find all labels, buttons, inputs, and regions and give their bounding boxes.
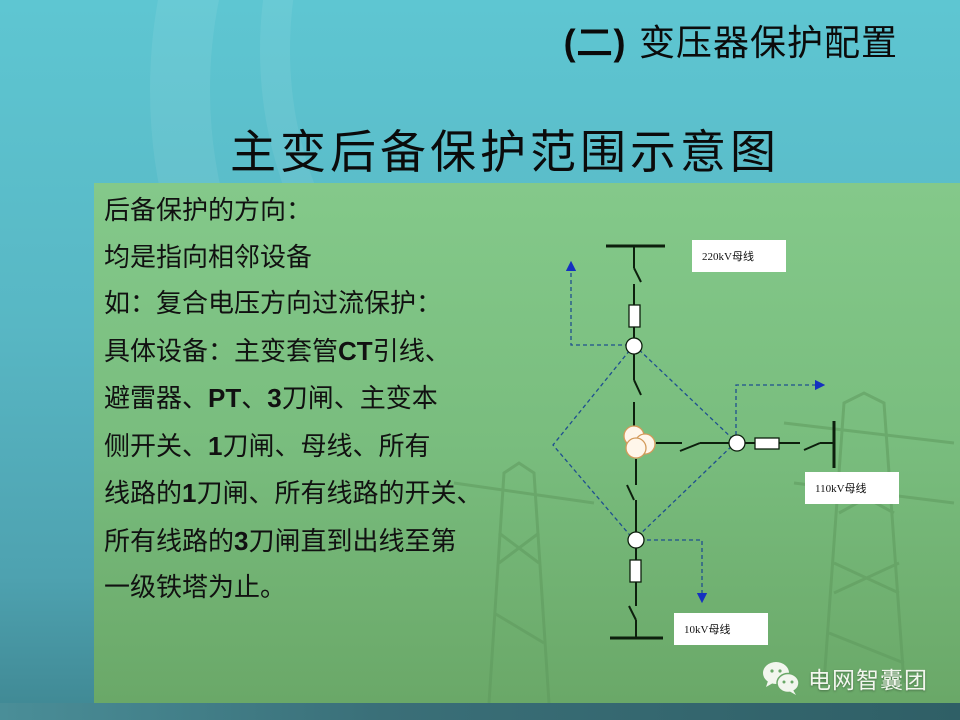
breaker-icon bbox=[628, 304, 641, 328]
body-line: 如：复合电压方向过流保护： bbox=[104, 281, 574, 328]
body-text-segment: 刀闸直到出线至第 bbox=[248, 526, 457, 557]
body-line: 线路的1刀闸、所有线路的开关、 bbox=[104, 470, 574, 518]
body-text: 后备保护的方向： 均是指向相邻设备 如：复合电压方向过流保护： 具体设备：主变套… bbox=[104, 188, 574, 612]
heading-number: (二) bbox=[563, 22, 627, 63]
body-text-segment: 刀闸、所有线路的开关、 bbox=[196, 479, 483, 509]
disconnector-switch-icon bbox=[633, 267, 642, 283]
body-text-segment: 均是指向相邻设备 bbox=[104, 242, 313, 273]
body-text-segment: 具体设备：主变套管 bbox=[104, 336, 339, 367]
ct-icon bbox=[627, 531, 645, 549]
label-bus-10kv: 10kV母线 bbox=[674, 613, 768, 645]
watermark: 电网智囊团 bbox=[762, 660, 928, 696]
three-winding-transformer-icon bbox=[623, 425, 656, 459]
label-bus-220kv-text: 220kV母线 bbox=[702, 251, 754, 263]
body-text-segment: 1 bbox=[182, 478, 197, 508]
breaker-icon bbox=[629, 559, 642, 583]
disconnector-switch-icon bbox=[803, 442, 821, 451]
body-text-segment: 3 bbox=[267, 383, 282, 413]
body-line: 侧开关、1刀闸、母线、所有 bbox=[104, 423, 574, 471]
body-text-segment: 侧开关、 bbox=[104, 431, 209, 462]
ct-icon bbox=[728, 434, 746, 452]
label-bus-10kv-text: 10kV母线 bbox=[684, 624, 731, 636]
body-line: 避雷器、PT、3刀闸、主变本 bbox=[104, 375, 574, 423]
watermark-text: 电网智囊团 bbox=[808, 668, 928, 694]
bus-10kv-branch bbox=[610, 459, 663, 640]
breaker-icon bbox=[754, 437, 780, 450]
heading-text: 变压器保护配置 bbox=[626, 23, 898, 64]
footer-band bbox=[0, 703, 960, 720]
body-text-segment: 、 bbox=[241, 384, 268, 414]
label-bus-110kv-text: 110kV母线 bbox=[815, 483, 867, 495]
body-text-segment: CT bbox=[338, 335, 373, 366]
body-text-segment: 一级铁塔为止。 bbox=[104, 573, 287, 603]
body-text-segment: 刀闸、主变本 bbox=[281, 384, 438, 414]
bus-220kv-branch bbox=[606, 244, 665, 430]
body-line: 后备保护的方向： bbox=[104, 188, 574, 235]
slide-heading: (二) 变压器保护配置 bbox=[564, 14, 898, 66]
disconnector-switch-icon bbox=[633, 379, 642, 396]
body-text-segment: 线路的 bbox=[104, 479, 183, 509]
disconnector-switch-icon bbox=[628, 605, 637, 621]
protection-range-dashed bbox=[552, 260, 826, 604]
body-line: 所有线路的3刀闸直到出线至第 bbox=[104, 518, 574, 566]
disconnector-switch-icon bbox=[679, 442, 701, 452]
body-line: 一级铁塔为止。 bbox=[104, 565, 574, 612]
wechat-icon bbox=[763, 662, 800, 695]
body-line: 均是指向相邻设备 bbox=[104, 235, 574, 282]
label-bus-220kv: 220kV母线 bbox=[692, 240, 786, 272]
body-text-segment: 刀闸、母线、所有 bbox=[222, 431, 431, 462]
disconnector-switch-icon bbox=[626, 484, 635, 501]
body-text-segment: 所有线路的 bbox=[104, 526, 235, 557]
body-line: 具体设备：主变套管CT引线、 bbox=[104, 328, 574, 376]
body-text-segment: 避雷器、 bbox=[104, 384, 209, 414]
slide-subtitle: 主变后备保护范围示意图 bbox=[230, 125, 780, 179]
bus-110kv-branch bbox=[656, 421, 836, 468]
body-text-segment: 如：复合电压方向过流保护： bbox=[104, 289, 443, 319]
ct-icon bbox=[625, 337, 643, 355]
body-text-segment: 1 bbox=[208, 430, 223, 461]
body-text-segment: PT bbox=[208, 383, 242, 413]
label-bus-110kv: 110kV母线 bbox=[805, 472, 899, 504]
body-text-segment: 引线、 bbox=[372, 336, 451, 367]
body-text-segment: 3 bbox=[234, 525, 249, 556]
content-panel bbox=[94, 183, 960, 703]
body-text-segment: 后备保护的方向： bbox=[104, 196, 313, 226]
